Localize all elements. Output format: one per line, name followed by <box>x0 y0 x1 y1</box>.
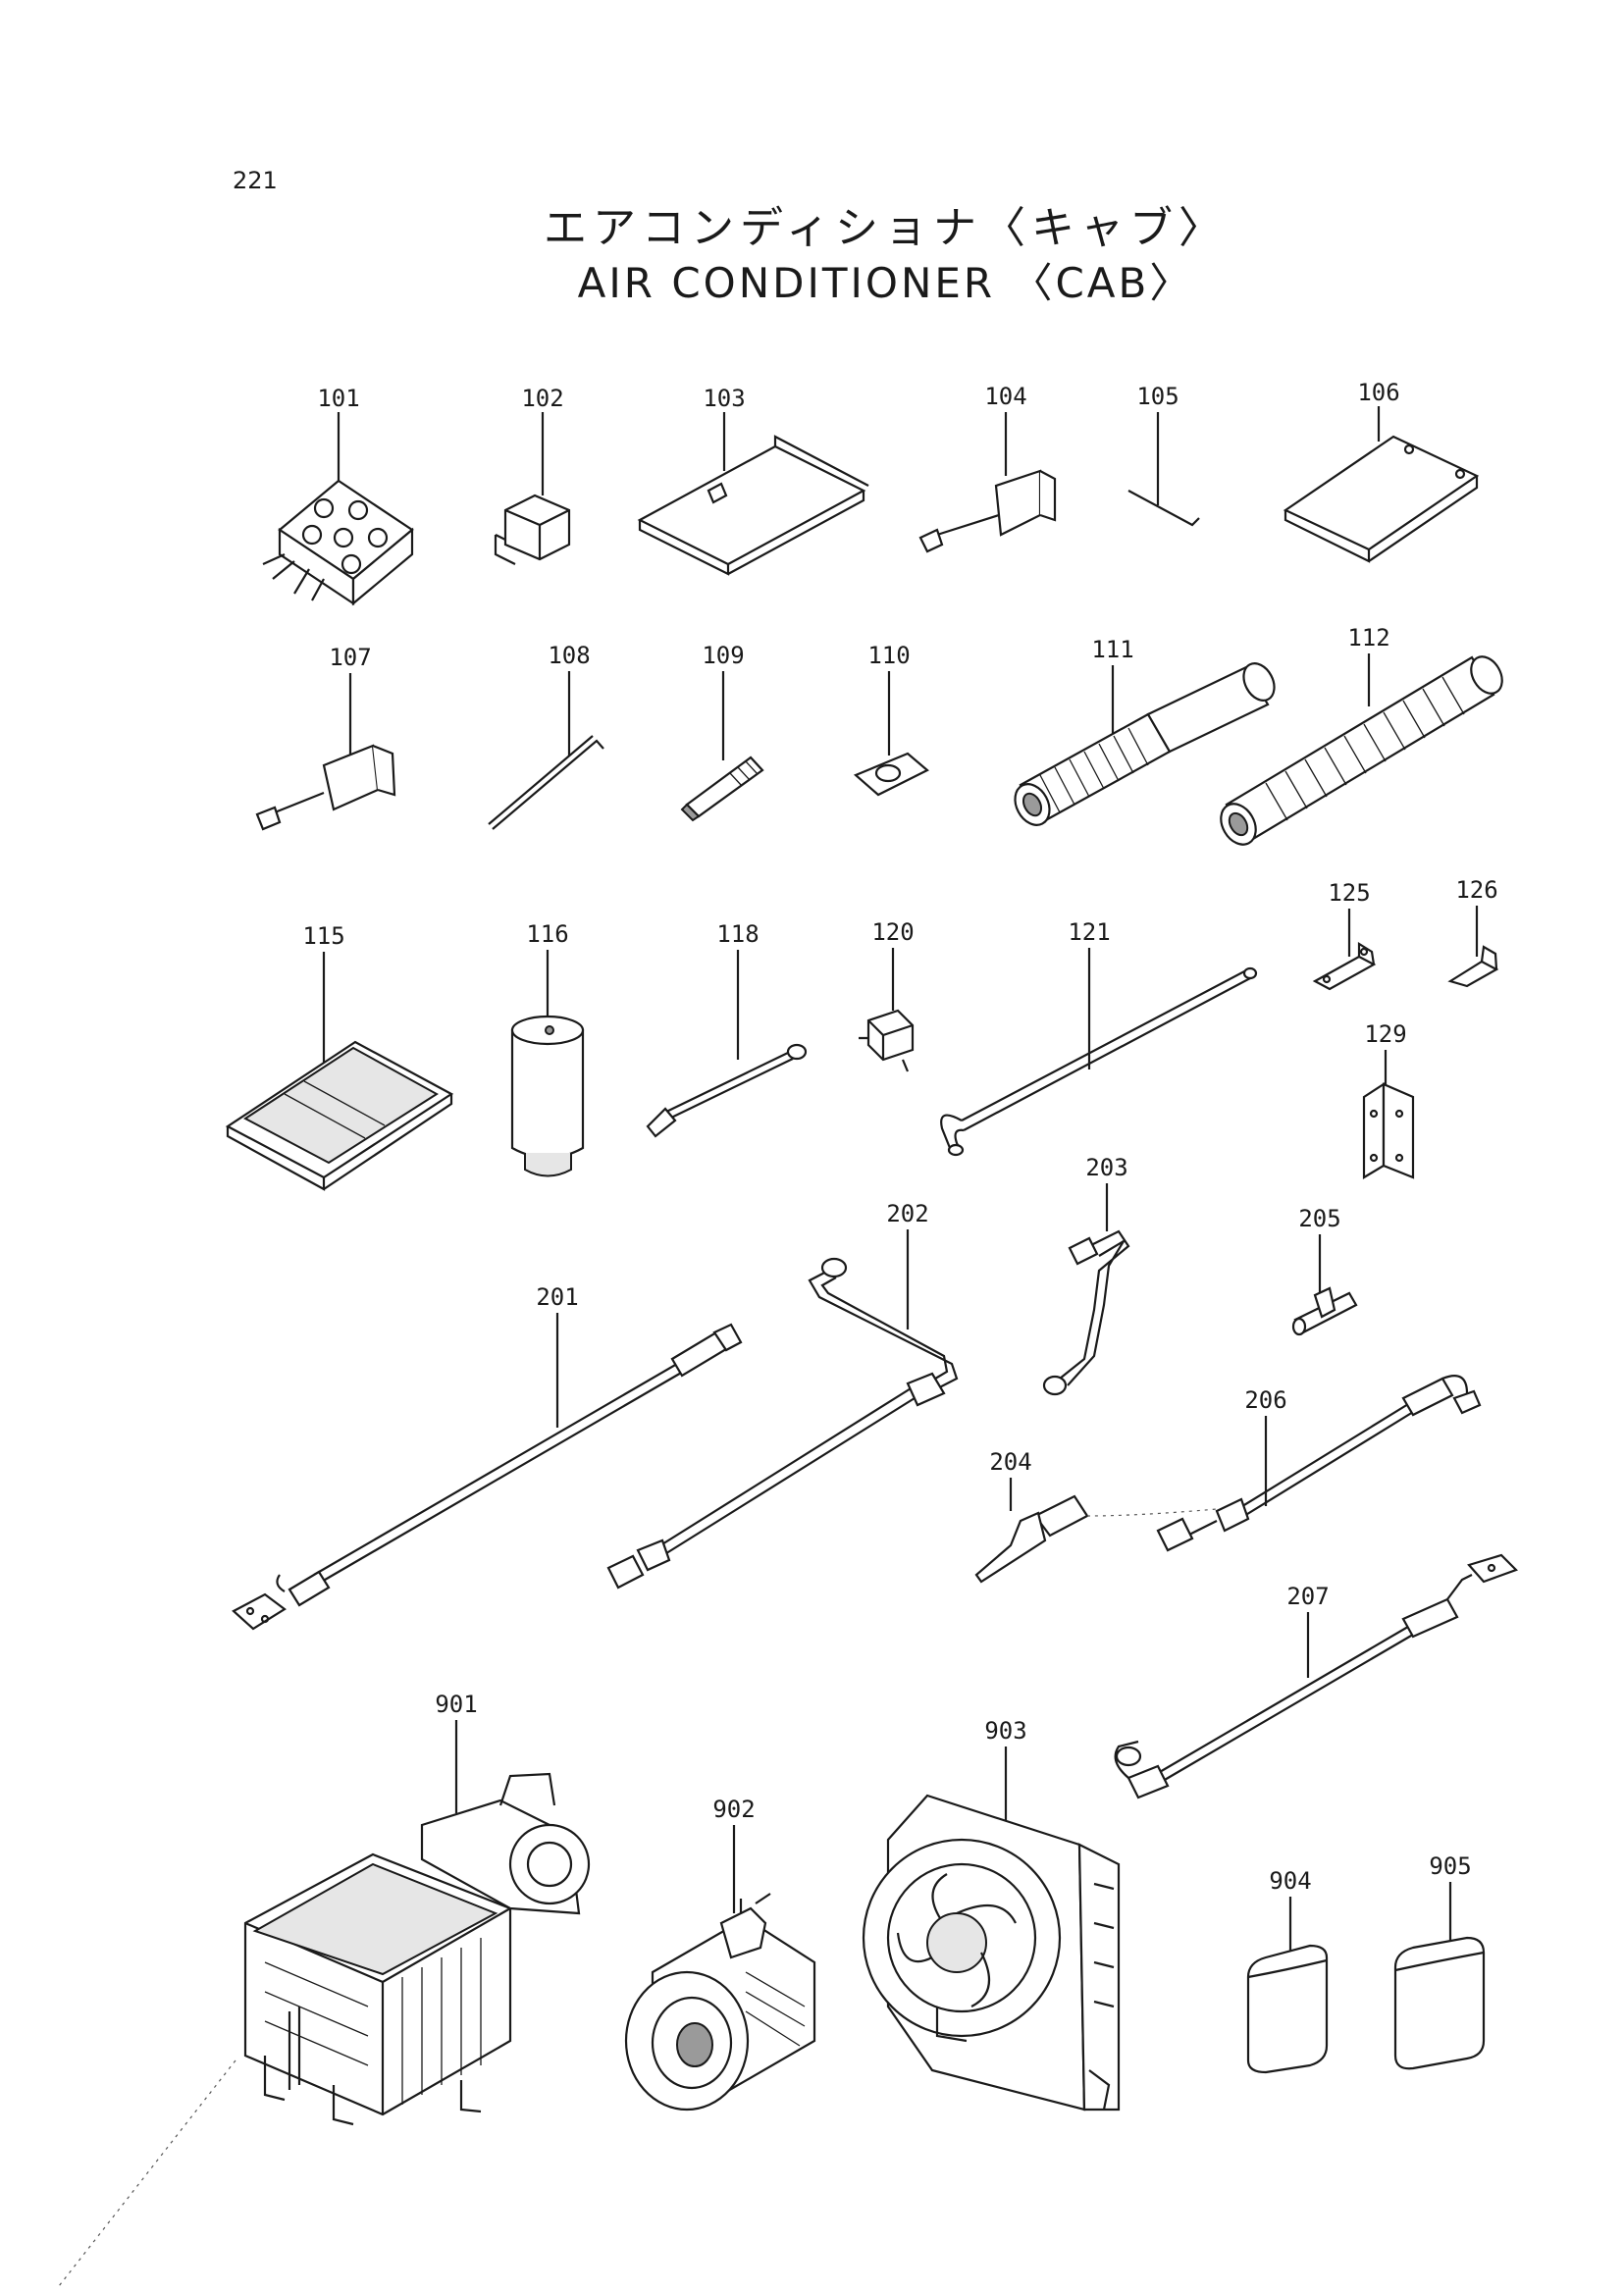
part-number-label: 202 <box>886 1200 928 1227</box>
part-number-label: 107 <box>329 644 371 671</box>
part-116-receiver-drier[interactable]: 116 <box>510 920 585 1177</box>
part-number-label: 206 <box>1244 1386 1286 1414</box>
part-number-label: 108 <box>548 642 590 669</box>
part-106-filter[interactable]: 106 <box>1283 379 1480 563</box>
part-number-label: 126 <box>1455 876 1497 904</box>
part-902-compressor[interactable]: 902 <box>624 1796 816 2112</box>
part-number-label: 109 <box>702 642 744 669</box>
part-201-hose[interactable]: 201 <box>232 1283 743 1631</box>
part-111-duct[interactable]: 111 <box>1009 636 1281 831</box>
part-110-grommet[interactable]: 110 <box>853 642 929 797</box>
part-number-label: 205 <box>1298 1205 1340 1232</box>
part-number-label: 901 <box>435 1691 477 1718</box>
part-120-expansion-valve[interactable]: 120 <box>859 918 915 1072</box>
part-number-label: 104 <box>984 383 1026 410</box>
part-204-connector[interactable]: 204 <box>974 1448 1218 1584</box>
part-number-label: 105 <box>1136 383 1179 410</box>
part-112-duct[interactable]: 112 <box>1214 624 1508 851</box>
part-number-label: 115 <box>302 922 344 950</box>
part-101-control-panel[interactable]: 101 <box>262 385 414 606</box>
part-number-label: 203 <box>1085 1154 1127 1181</box>
part-207-hose[interactable]: 207 <box>1114 1553 1518 1799</box>
part-129-plate[interactable]: 129 <box>1362 1020 1415 1179</box>
part-103-cover-plate[interactable]: 103 <box>637 385 869 576</box>
part-118-sensor-pipe[interactable]: 118 <box>646 920 808 1138</box>
part-number-label: 904 <box>1269 1867 1311 1895</box>
part-number-label: 106 <box>1357 379 1399 406</box>
part-number-label: 116 <box>526 920 568 948</box>
part-205-tee-fitting[interactable]: 205 <box>1291 1205 1358 1336</box>
part-number-label: 204 <box>989 1448 1031 1476</box>
part-number-label: 125 <box>1328 879 1370 907</box>
part-102-relay[interactable]: 102 <box>494 385 571 565</box>
part-206-hose[interactable]: 206 <box>1156 1375 1482 1552</box>
part-number-label: 118 <box>716 920 759 948</box>
part-202-hose[interactable]: 202 <box>606 1200 959 1590</box>
part-125-bracket[interactable]: 125 <box>1312 879 1377 991</box>
page-title-japanese: エアコンディショナ〈キャブ〉 <box>544 203 1228 253</box>
part-905-box[interactable]: 905 <box>1393 1852 1486 2070</box>
part-number-label: 129 <box>1364 1020 1406 1048</box>
part-105-pin[interactable]: 105 <box>1127 383 1200 527</box>
part-number-label: 102 <box>521 385 563 412</box>
part-number-label: 120 <box>871 918 914 946</box>
part-number-label: 103 <box>703 385 745 412</box>
part-126-bracket[interactable]: 126 <box>1447 876 1499 988</box>
part-104-sensor[interactable]: 104 <box>918 383 1057 553</box>
part-number-label: 110 <box>867 642 910 669</box>
part-number-label: 201 <box>536 1283 578 1311</box>
page-title-english: AIR CONDITIONER 〈CAB〉 <box>577 259 1194 307</box>
part-904-box[interactable]: 904 <box>1246 1867 1329 2074</box>
part-number-label: 112 <box>1347 624 1389 652</box>
part-115-filter-box[interactable]: 115 <box>225 922 454 1191</box>
part-901-air-conditioner-unit[interactable]: 901 <box>58 1691 591 2287</box>
part-number-label: 902 <box>712 1796 755 1823</box>
part-109-valve[interactable]: 109 <box>680 642 764 822</box>
part-number-label: 905 <box>1429 1852 1471 1880</box>
part-number-label: 111 <box>1091 636 1133 663</box>
part-903-condenser-fan[interactable]: 903 <box>862 1717 1121 2112</box>
part-107-sensor[interactable]: 107 <box>255 644 396 831</box>
part-108-rod[interactable]: 108 <box>488 642 604 830</box>
part-121-pipe[interactable]: 121 <box>940 918 1258 1157</box>
part-203-pipe[interactable]: 203 <box>1042 1154 1130 1396</box>
part-number-label: 903 <box>984 1717 1026 1745</box>
part-number-label: 207 <box>1286 1583 1329 1610</box>
part-number-label: 121 <box>1068 918 1110 946</box>
page-number: 221 <box>233 167 278 194</box>
part-number-label: 101 <box>317 385 359 412</box>
